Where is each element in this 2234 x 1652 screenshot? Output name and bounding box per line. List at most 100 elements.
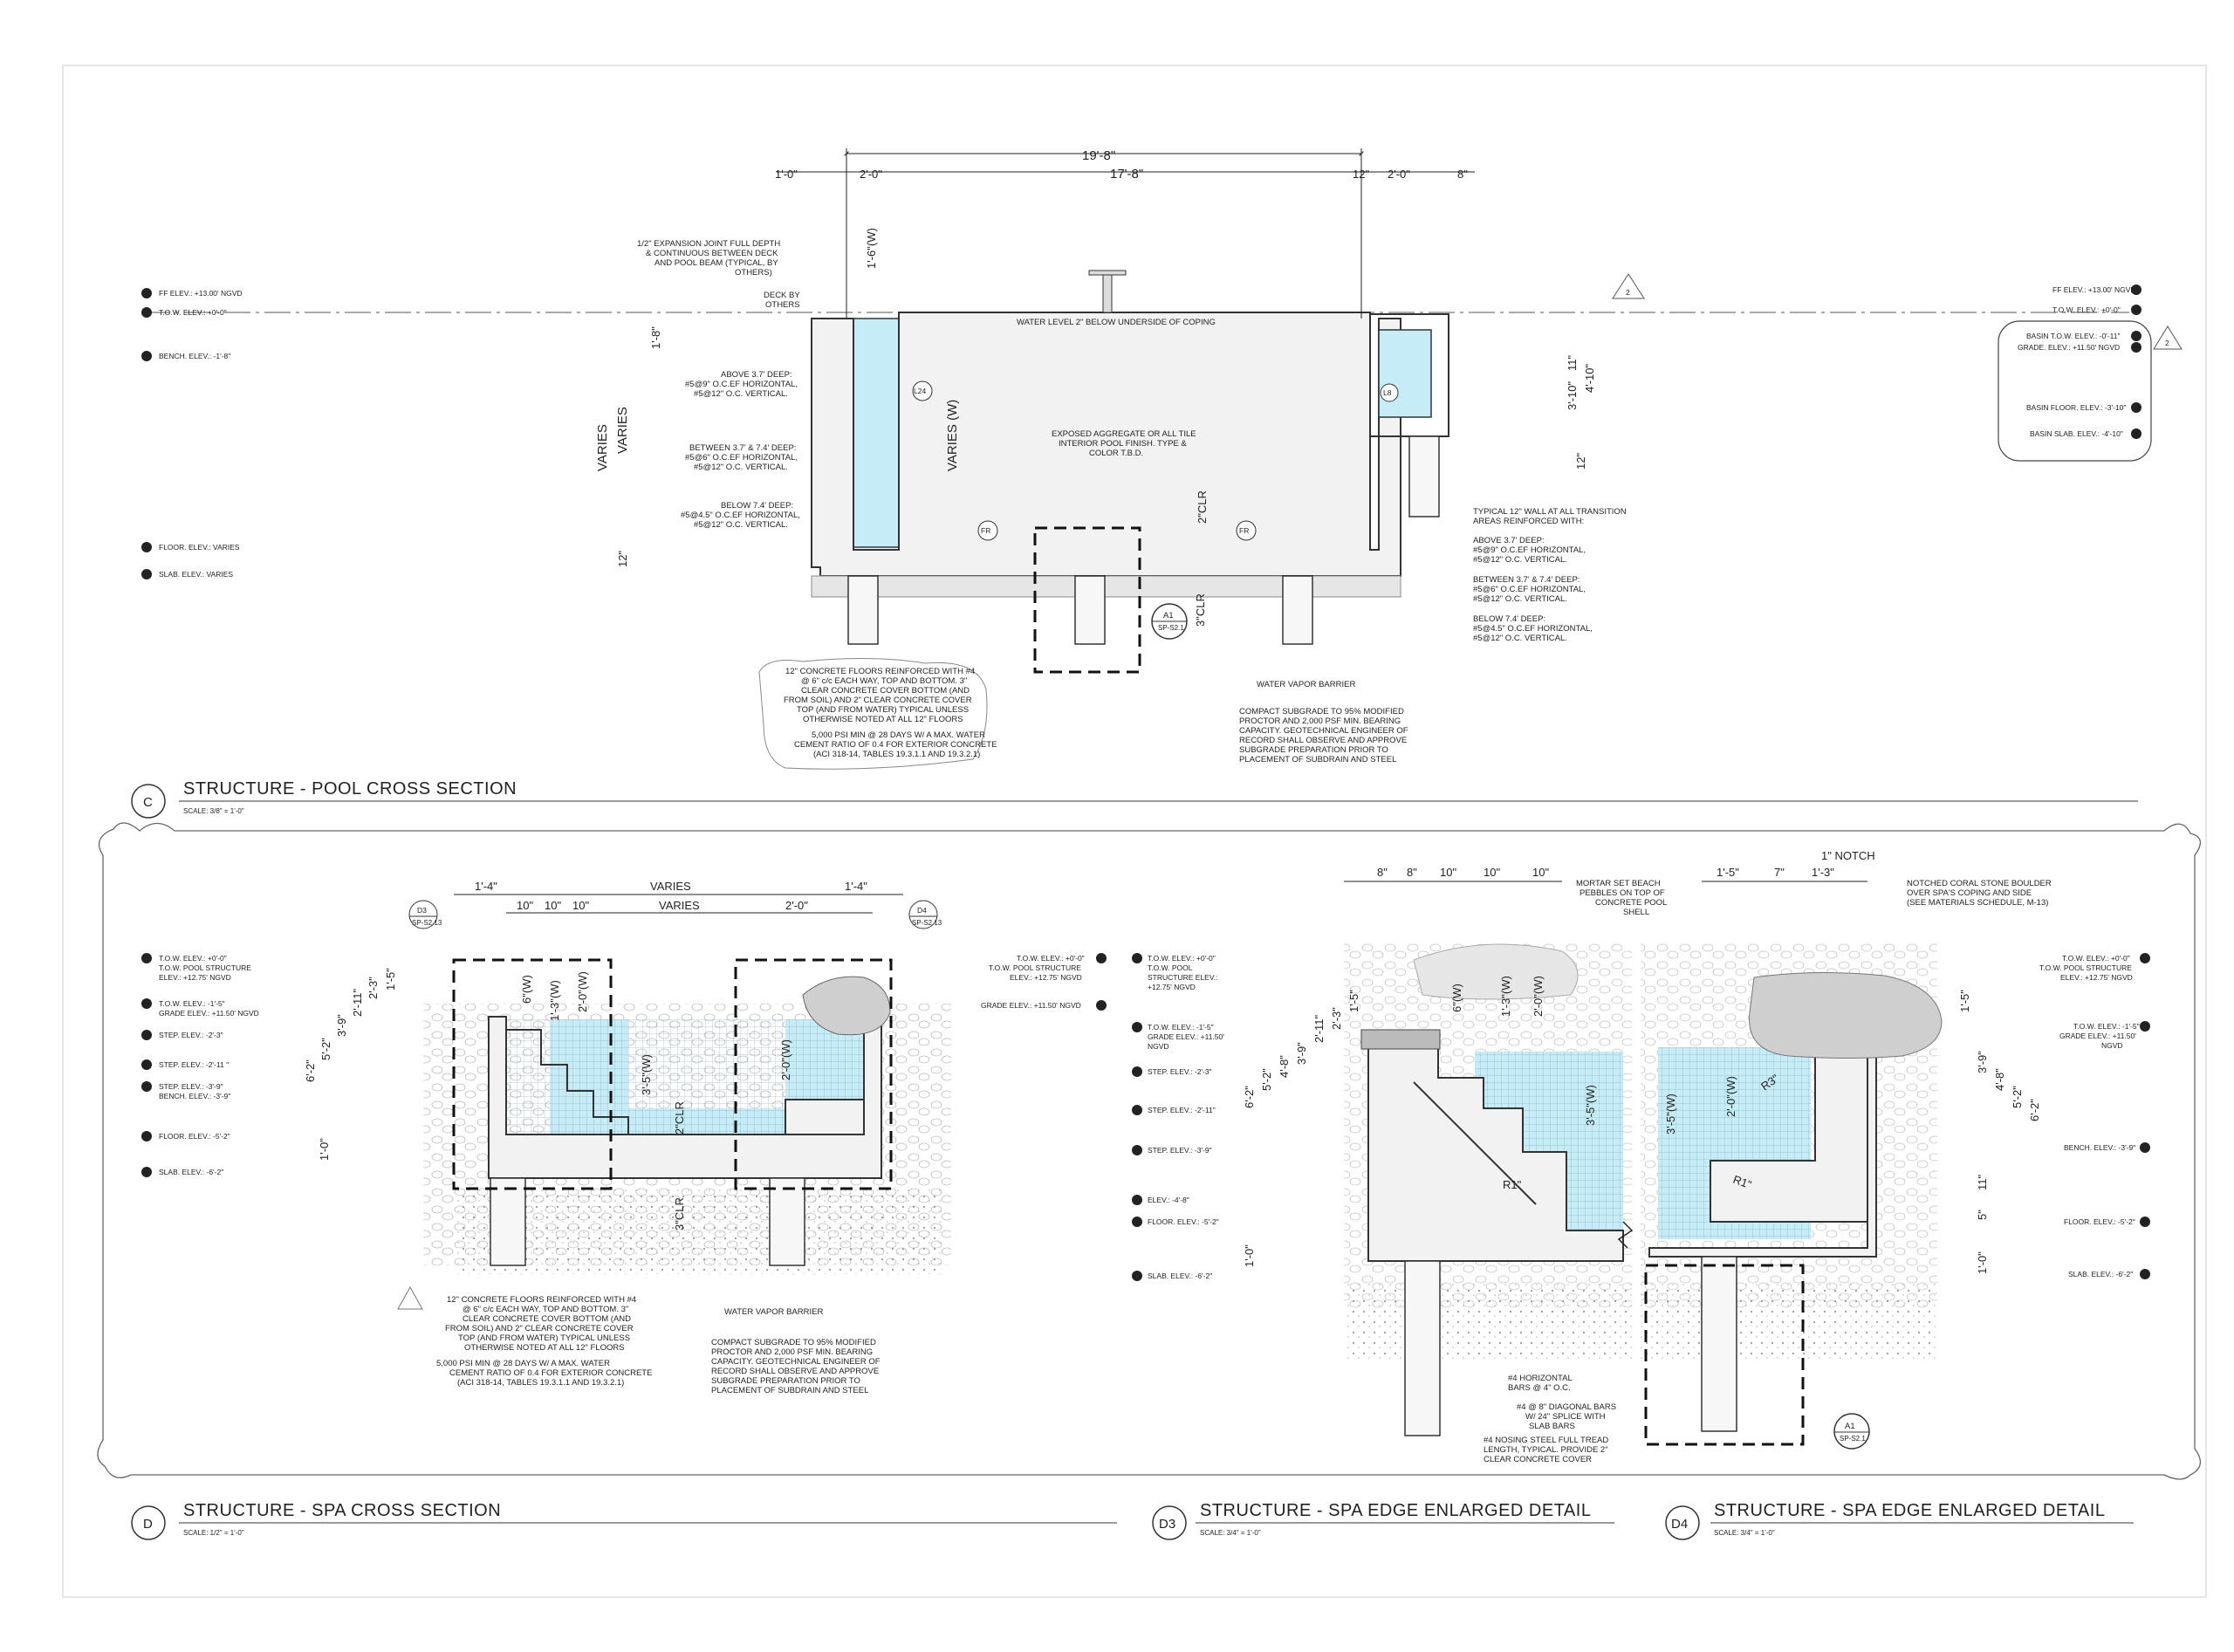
dim-r3: 8" bbox=[1457, 168, 1468, 181]
d4e-5: NGVD bbox=[2101, 1041, 2123, 1050]
fl-1: @ 6" c/c EACH WAY, TOP AND BOTTOM. 3" bbox=[801, 676, 967, 686]
d-dim-w6: 6"(W) bbox=[520, 975, 533, 1004]
d4-elevations: T.O.W. ELEV.: +0'-0" T.O.W. POOL STRUCTU… bbox=[2039, 953, 2150, 1279]
typ-13: #5@12" O.C. VERTICAL. bbox=[1473, 634, 1567, 643]
note-between-1: #5@6" O.C.EF HORIZONTAL, bbox=[685, 453, 798, 463]
d4-v10: 1'-0" bbox=[1976, 1251, 1989, 1274]
d3e-8: STEP. ELEV.: -2'-11" bbox=[1148, 1106, 1216, 1114]
elev-slab: SLAB. ELEV.: VARIES bbox=[159, 570, 233, 579]
d3-w35: 3'-5"(W) bbox=[1584, 1085, 1597, 1126]
d-el-9: FLOOR. ELEV.: -5'-2" bbox=[159, 1132, 230, 1141]
d3-w20: 2'-0"(W) bbox=[1532, 976, 1545, 1017]
d3-notes: MORTAR SET BEACH PEBBLES ON TOP OF CONCR… bbox=[1484, 879, 1667, 1464]
typ-0: TYPICAL 12" WALL AT ALL TRANSITION bbox=[1473, 507, 1627, 517]
d3-v211: 2'-11" bbox=[1312, 1014, 1326, 1043]
elev-tow-r: T.O.W. ELEV.: +0'-0" bbox=[2052, 305, 2121, 314]
tag-l8: L8 bbox=[1383, 388, 1392, 397]
elev-basin-floor: BASIN FLOOR. ELEV.: -3'-10" bbox=[2026, 403, 2126, 412]
tag-a1: A1 bbox=[1163, 611, 1174, 620]
note-typical-wall: TYPICAL 12" WALL AT ALL TRANSITION AREAS… bbox=[1473, 507, 1627, 643]
d4e-3: T.O.W. ELEV.: -1'-5" bbox=[2073, 1022, 2140, 1031]
d-dim-c: VARIES bbox=[659, 899, 700, 912]
d3-horiz-1: BARS @ 4" O.C. bbox=[1508, 1383, 1571, 1393]
dim-slab: 12" bbox=[616, 551, 629, 567]
dim-r2: 2'-0" bbox=[1388, 168, 1410, 181]
dcp-2: CAPACITY. GEOTECHNICAL ENGINEER OF bbox=[711, 1357, 881, 1367]
d3-horiz-0: #4 HORIZONTAL bbox=[1508, 1374, 1573, 1383]
d-dim-v39: 3'-9" bbox=[335, 1014, 348, 1037]
d3-nos-0: #4 NOSING STEEL FULL TREAD bbox=[1484, 1436, 1608, 1445]
dim-pool: 17'-8" bbox=[1110, 167, 1143, 182]
dim-b12: 12" bbox=[1574, 453, 1587, 470]
d-dim-e: 10" bbox=[517, 899, 533, 912]
fl-3: FROM SOIL) AND 2" CLEAR CONCRETE COVER bbox=[784, 696, 972, 705]
note-expansion-3: OTHERS) bbox=[735, 268, 772, 278]
tag-l24: L24 bbox=[914, 387, 926, 395]
d-er-2: ELEV.: +12.75' NGVD bbox=[1010, 973, 1082, 982]
elevations-d-right: T.O.W. ELEV.: +0'-0" T.O.W. POOL STRUCTU… bbox=[981, 953, 1107, 1011]
typ-5: #5@12" O.C. VERTICAL. bbox=[1473, 555, 1567, 565]
d3-v62: 6'-2" bbox=[1243, 1086, 1256, 1108]
d3-a: 8" bbox=[1377, 866, 1388, 879]
dfl-1: @ 6" c/c EACH WAY, TOP AND BOTTOM. 3" bbox=[463, 1305, 628, 1314]
note-expansion-0: 1/2" EXPANSION JOINT FULL DEPTH bbox=[637, 239, 780, 249]
d4-v11: 11" bbox=[1976, 1175, 1989, 1190]
d4e-8: SLAB. ELEV.: -6'-2" bbox=[2068, 1270, 2133, 1278]
dim-b410: 4'-10" bbox=[1583, 363, 1596, 393]
d4-v62: 6'-2" bbox=[2028, 1099, 2041, 1121]
typ-7: BETWEEN 3.7' & 7.4' DEEP: bbox=[1473, 575, 1580, 585]
d4e-7: FLOOR. ELEV.: -5'-2" bbox=[2064, 1217, 2135, 1226]
typ-9: #5@12" O.C. VERTICAL. bbox=[1473, 594, 1567, 604]
tag-a1-ref: SP-S2.1 bbox=[1158, 624, 1184, 632]
d3-r1: R1" bbox=[1503, 1178, 1522, 1191]
d-dim-h: 2'-0" bbox=[785, 899, 808, 912]
d4-r1: R1" bbox=[1731, 1173, 1753, 1191]
d3e-6: NGVD bbox=[1148, 1042, 1169, 1051]
d4-boulder-0: NOTCHED CORAL STONE BOULDER bbox=[1907, 879, 2052, 888]
section-c-scale: SCALE: 3/8" = 1'-0" bbox=[183, 807, 244, 815]
section-d-title: STRUCTURE - SPA CROSS SECTION bbox=[183, 1501, 501, 1520]
d3e-11: FLOOR. ELEV.: -5'-2" bbox=[1148, 1217, 1219, 1226]
d3-mortar-0: MORTAR SET BEACH bbox=[1576, 879, 1661, 888]
elev-floor: FLOOR. ELEV.: VARIES bbox=[159, 543, 240, 552]
note-compact-c: COMPACT SUBGRADE TO 95% MODIFIED PROCTOR… bbox=[1239, 707, 1408, 764]
pool-cross-section: 19'-8" 17'-8" 1'-0" 2'-0" 12" 2'-0" 8" 1… bbox=[131, 148, 2183, 819]
section-d-id: D bbox=[143, 1517, 153, 1532]
elev-bench: BENCH. ELEV.: -1'-8" bbox=[159, 352, 230, 360]
dcp-3: RECORD SHALL OBSERVE AND APPROVE bbox=[711, 1367, 879, 1376]
coral-boulder bbox=[1749, 971, 1943, 1059]
section-d4-scale: SCALE: 3/4" = 1'-0" bbox=[1714, 1529, 1775, 1537]
note-below-2: #5@12" O.C. VERTICAL. bbox=[694, 520, 788, 530]
d-el-1: T.O.W. POOL STRUCTURE bbox=[159, 963, 251, 972]
note-expansion-1: & CONTINUOUS BETWEEN DECK bbox=[646, 249, 778, 258]
cp-5: PLACEMENT OF SUBDRAIN AND STEEL bbox=[1239, 755, 1396, 764]
note-water-level: WATER LEVEL 2" BELOW UNDERSIDE OF COPING bbox=[1017, 318, 1216, 327]
section-d3-id: D3 bbox=[1159, 1517, 1175, 1532]
d3-dims: 8" 8" 10" 10" 10" 6"(W) 1'-3"(W) 2'-0"(W… bbox=[1243, 866, 1597, 1267]
dfl-2: CLEAR CONCRETE COVER BOTTOM (AND bbox=[463, 1314, 631, 1324]
d3e-5: GRADE ELEV.: +11.50' bbox=[1148, 1032, 1224, 1041]
d-el-5: STEP. ELEV.: -2'-3" bbox=[159, 1031, 223, 1039]
d3e-2: STRUCTURE ELEV.: bbox=[1148, 973, 1217, 982]
section-c-id: C bbox=[143, 795, 153, 810]
d4-tag-a1-ref: SP-S2.1 bbox=[1840, 1435, 1866, 1443]
dfl-3: FROM SOIL) AND 2" CLEAR CONCRETE COVER bbox=[445, 1324, 634, 1333]
d3-v15: 1'-5" bbox=[1347, 990, 1360, 1012]
d-dim-clr2: 2"CLR bbox=[673, 1101, 686, 1134]
dim-clr2: 2"CLR bbox=[1196, 490, 1209, 524]
d4-v48: 4'-8" bbox=[1993, 1068, 2006, 1091]
elev-grade: GRADE. ELEV.: +11.50' NGVD bbox=[2018, 343, 2120, 352]
tag-d3-ref: SP-S2.13 bbox=[412, 919, 442, 927]
elev-ff: FF ELEV.: +13.00' NGVD bbox=[159, 289, 243, 298]
typ-1: AREAS REINFORCED WITH: bbox=[1473, 517, 1584, 526]
d4-a: 1'-5" bbox=[1717, 866, 1739, 879]
detail-callout-box bbox=[1033, 526, 1141, 674]
note-deck-0: DECK BY bbox=[764, 291, 800, 300]
section-d3-scale: SCALE: 3/4" = 1'-0" bbox=[1200, 1529, 1261, 1537]
note-vapor-d: WATER VAPOR BARRIER bbox=[724, 1307, 823, 1317]
cp-1: PROCTOR AND 2,000 PSF MIN. BEARING bbox=[1239, 716, 1401, 726]
d-er-0: T.O.W. ELEV.: +0'-0" bbox=[1017, 954, 1085, 963]
dfl-5: OTHERWISE NOTED AT ALL 12" FLOORS bbox=[464, 1343, 625, 1353]
fl-9: (ACI 318-14, TABLES 19.3.1.1 AND 19.3.2.… bbox=[813, 750, 980, 759]
